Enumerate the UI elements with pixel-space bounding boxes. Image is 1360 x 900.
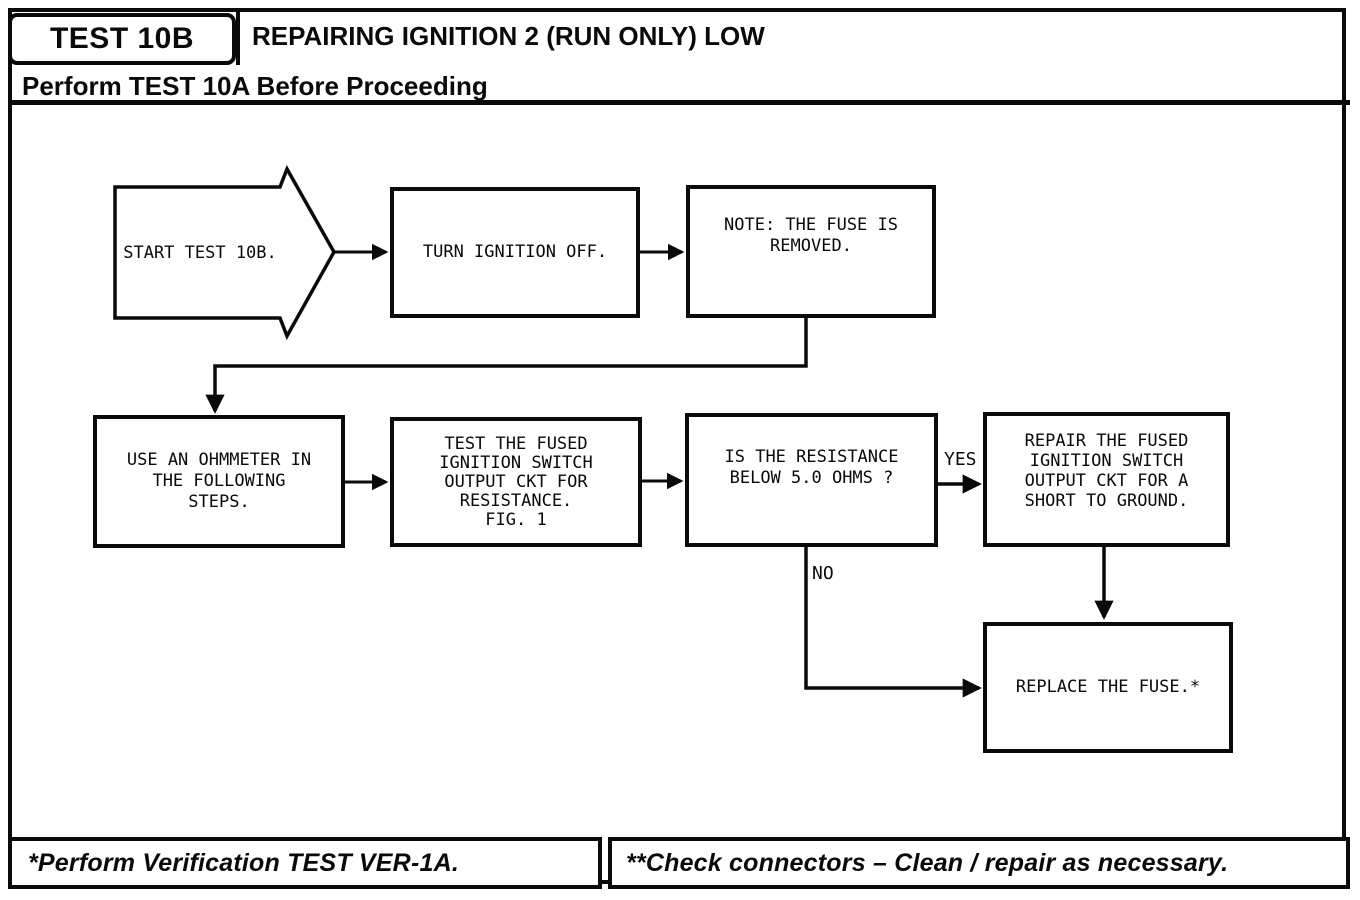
flow-node-note-fuse-removed: NOTE: THE FUSE IS REMOVED. [686,185,936,318]
footnote-verification: *Perform Verification TEST VER-1A. [8,837,602,889]
flow-node-use-ohmmeter: USE AN OHMMETER IN THE FOLLOWING STEPS. [93,415,345,548]
page-title: REPAIRING IGNITION 2 (RUN ONLY) LOW [252,21,765,51]
test-id-label: TEST 10B [49,22,195,55]
edge-label-yes: YES [944,449,977,470]
flow-node-test-fused-ckt: TEST THE FUSED IGNITION SWITCH OUTPUT CK… [390,417,642,547]
flow-node-start: START TEST 10B. [123,242,277,263]
start-arrow-shape [113,164,337,341]
header-rule [8,100,1350,105]
flow-node-is-resistance-low: IS THE RESISTANCE BELOW 5.0 OHMS ? [685,413,938,547]
footnote-connectors: **Check connectors – Clean / repair as n… [608,837,1350,889]
pretest-instruction: Perform TEST 10A Before Proceeding [22,71,488,101]
flow-node-repair-short-to-ground: REPAIR THE FUSED IGNITION SWITCH OUTPUT … [983,412,1230,547]
edge-note-to-ohmmeter [205,318,808,414]
footnote-connectors-text: **Check connectors – Clean / repair as n… [626,848,1229,877]
test-id-box: TEST 10B [8,13,236,65]
header-divider-line [236,12,240,65]
edge-no-to-replace [804,547,982,698]
flow-node-replace-fuse: REPLACE THE FUSE.* [983,622,1233,753]
footnote-verification-text: *Perform Verification TEST VER-1A. [28,848,459,877]
flow-node-turn-ignition-off: TURN IGNITION OFF. [390,187,640,318]
edge-label-no: NO [812,563,834,584]
